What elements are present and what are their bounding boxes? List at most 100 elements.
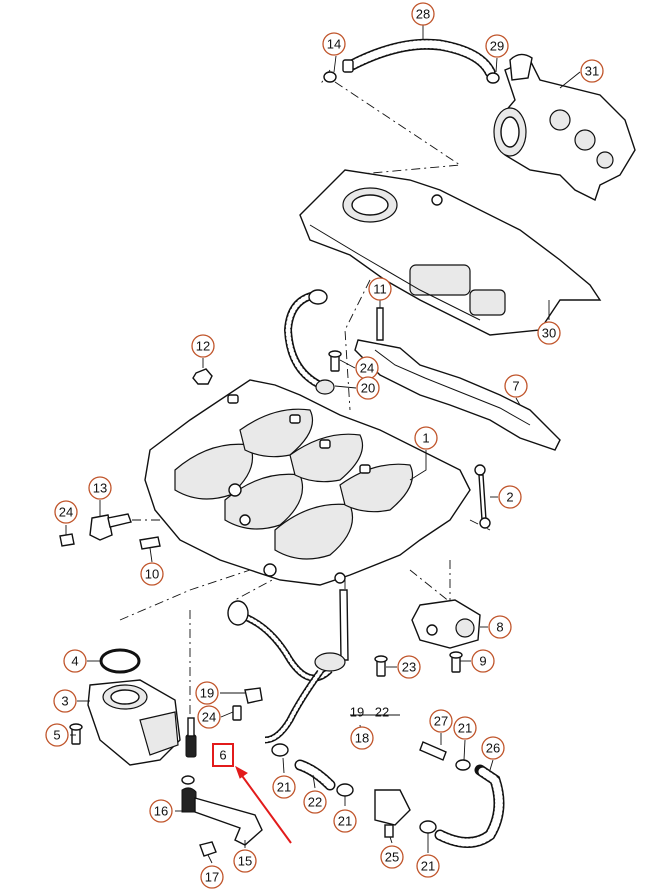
svg-text:8: 8 <box>496 620 503 635</box>
callout-1: 1 <box>414 426 438 450</box>
callout-21-bottom: 21 <box>416 854 440 878</box>
svg-text:24: 24 <box>202 710 216 725</box>
svg-text:29: 29 <box>490 39 504 54</box>
callout-23: 23 <box>397 655 421 679</box>
callout-22: 22 <box>303 790 327 814</box>
callout-8: 8 <box>488 615 512 639</box>
callout-21-right-top: 21 <box>453 716 477 740</box>
callout-21-left: 21 <box>272 775 296 799</box>
screw-5 <box>69 723 83 745</box>
hose-26 <box>434 764 505 848</box>
svg-text:9: 9 <box>479 654 486 669</box>
highlight-arrow <box>235 765 292 844</box>
svg-text:17: 17 <box>205 870 219 885</box>
pipe-27 <box>419 741 471 771</box>
callout-5: 5 <box>45 723 69 747</box>
svg-text:19: 19 <box>200 686 214 701</box>
callout-14: 14 <box>322 32 346 56</box>
svg-text:13: 13 <box>93 481 107 496</box>
svg-text:3: 3 <box>61 694 68 709</box>
bracket-13 <box>59 513 161 550</box>
callout-3: 3 <box>53 689 77 713</box>
svg-text:23: 23 <box>402 660 416 675</box>
cylinder-head-cover <box>299 169 602 336</box>
callout-24-top: 24 <box>355 356 379 380</box>
svg-text:11: 11 <box>373 282 387 297</box>
hose-22 <box>271 743 354 797</box>
svg-text:1: 1 <box>422 431 429 446</box>
callout-30: 30 <box>537 321 561 345</box>
svg-text:16: 16 <box>154 804 168 819</box>
pipe-assembly <box>227 589 349 744</box>
callout-27: 27 <box>429 709 453 733</box>
hose-28 <box>323 38 500 84</box>
svg-text:4: 4 <box>71 654 78 669</box>
lever-15 <box>181 775 263 857</box>
callout-10: 10 <box>140 562 164 586</box>
stud-11 <box>376 307 384 341</box>
callout-17: 17 <box>200 865 224 889</box>
throttle-body-3 <box>87 679 181 766</box>
label-6: 6 <box>219 748 226 763</box>
label-22-free: 22 <box>375 705 389 720</box>
svg-text:10: 10 <box>145 567 159 582</box>
svg-text:21: 21 <box>421 859 435 874</box>
callout-31: 31 <box>580 59 604 83</box>
gasket-7 <box>354 339 561 451</box>
callout-28: 28 <box>411 2 435 26</box>
label-19-free: 19 <box>350 705 364 720</box>
callout-24-mid: 24 <box>197 705 221 729</box>
svg-text:30: 30 <box>542 326 556 341</box>
svg-text:26: 26 <box>486 741 500 756</box>
svg-text:22: 22 <box>308 795 322 810</box>
part-6 <box>185 717 197 758</box>
svg-text:24: 24 <box>59 505 73 520</box>
svg-text:18: 18 <box>355 731 369 746</box>
callout-13: 13 <box>88 476 112 500</box>
callout-29: 29 <box>485 34 509 58</box>
callout-12: 12 <box>191 334 215 358</box>
highlight-part-6: 6 <box>212 743 234 767</box>
callout-26: 26 <box>481 736 505 760</box>
callout-9: 9 <box>471 649 495 673</box>
assembly-lines <box>105 69 491 730</box>
svg-text:20: 20 <box>361 381 375 396</box>
svg-text:12: 12 <box>196 339 210 354</box>
svg-text:2: 2 <box>506 490 513 505</box>
callout-7: 7 <box>504 374 528 398</box>
svg-text:14: 14 <box>327 37 341 52</box>
callout-4: 4 <box>63 649 87 673</box>
svg-text:21: 21 <box>458 721 472 736</box>
svg-text:15: 15 <box>238 854 252 869</box>
svg-text:25: 25 <box>385 850 399 865</box>
svg-text:24: 24 <box>360 361 374 376</box>
callout-20: 20 <box>356 376 380 400</box>
callout-16: 16 <box>149 799 173 823</box>
svg-text:27: 27 <box>434 714 448 729</box>
callout-15: 15 <box>233 849 257 873</box>
svg-text:5: 5 <box>53 728 60 743</box>
screw-23 <box>374 655 388 677</box>
svg-text:21: 21 <box>338 814 352 829</box>
leader-lines <box>65 25 581 864</box>
link-rod-2 <box>474 464 491 529</box>
callout-18: 18 <box>350 726 374 750</box>
o-ring-4 <box>99 648 141 674</box>
svg-text:28: 28 <box>416 7 430 22</box>
callout-25: 25 <box>380 845 404 869</box>
callout-24-left: 24 <box>54 500 78 524</box>
nut-12 <box>192 368 213 385</box>
callout-11: 11 <box>368 277 392 301</box>
callout-19: 19 <box>195 681 219 705</box>
callout-2: 2 <box>498 485 522 509</box>
callout-21-mid: 21 <box>333 809 357 833</box>
svg-text:21: 21 <box>277 780 291 795</box>
svg-text:31: 31 <box>585 64 599 79</box>
actuator-8 <box>411 599 481 649</box>
screw-9 <box>449 651 463 673</box>
valve-25 <box>374 789 437 838</box>
intake-manifold <box>144 379 471 586</box>
screw-20 <box>315 350 342 395</box>
svg-text:7: 7 <box>512 379 519 394</box>
